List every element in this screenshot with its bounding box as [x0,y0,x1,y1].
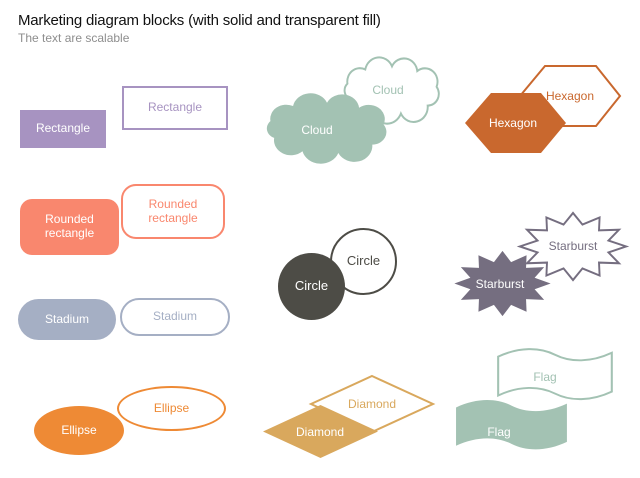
starburst-outline-shape: Starburst [516,211,630,282]
circle-solid-shape: Circle [278,253,345,320]
cloud-solid-label: Cloud [301,123,332,137]
rectangle-solid-shape: Rectangle [20,110,106,148]
stadium-solid-shape: Stadium [18,299,116,340]
starburst-outline-path [516,211,630,282]
diamond-outline-label: Diamond [348,397,396,411]
hexagon-solid-label: Hexagon [489,116,537,130]
page-subtitle: The text are scalable [18,31,130,45]
stadium-solid-label: Stadium [44,311,90,326]
starburst-solid-label: Starburst [476,277,525,291]
rectangle-solid-label: Rectangle [35,121,91,136]
hexagon-solid-path [465,93,566,153]
rounded-rectangle-solid-shape: Rounded rectangle [20,199,119,255]
rounded-rectangle-outline-shape: Rounded rectangle [121,184,225,239]
cloud-solid-shape: Cloud [266,93,387,164]
diamond-solid-label: Diamond [296,425,344,439]
diamond-solid-path [263,405,378,458]
cloud-solid-path [266,93,387,164]
flag-solid-shape: Flag [456,400,567,450]
ellipse-solid-label: Ellipse [61,422,97,437]
flag-solid-label: Flag [487,425,510,439]
starburst-solid-path [454,250,551,317]
stadium-outline-label: Stadium [152,309,198,324]
flag-outline-shape: Flag [497,348,613,401]
diamond-solid-shape: Diamond [263,405,378,458]
starburst-solid-shape: Starburst [454,250,551,317]
hexagon-outline-label: Hexagon [546,89,594,103]
page-title: Marketing diagram blocks (with solid and… [18,12,381,29]
flag-outline-path [497,348,613,401]
rectangle-outline-shape: Rectangle [122,86,228,130]
circle-outline-label: Circle [346,253,381,269]
circle-solid-label: Circle [294,278,329,294]
ellipse-outline-label: Ellipse [153,400,190,415]
stadium-outline-shape: Stadium [120,298,230,336]
hexagon-solid-shape: Hexagon [465,93,566,153]
ellipse-outline-shape: Ellipse [117,386,226,431]
rounded-rectangle-outline-label: Rounded rectangle [148,196,198,225]
rounded-rectangle-solid-label: Rounded rectangle [44,212,95,240]
cloud-outline-label: Cloud [372,83,403,97]
flag-solid-path [456,400,567,450]
ellipse-solid-shape: Ellipse [34,406,124,455]
starburst-outline-label: Starburst [549,239,598,253]
flag-outline-label: Flag [533,370,556,384]
rectangle-outline-label: Rectangle [147,100,203,115]
